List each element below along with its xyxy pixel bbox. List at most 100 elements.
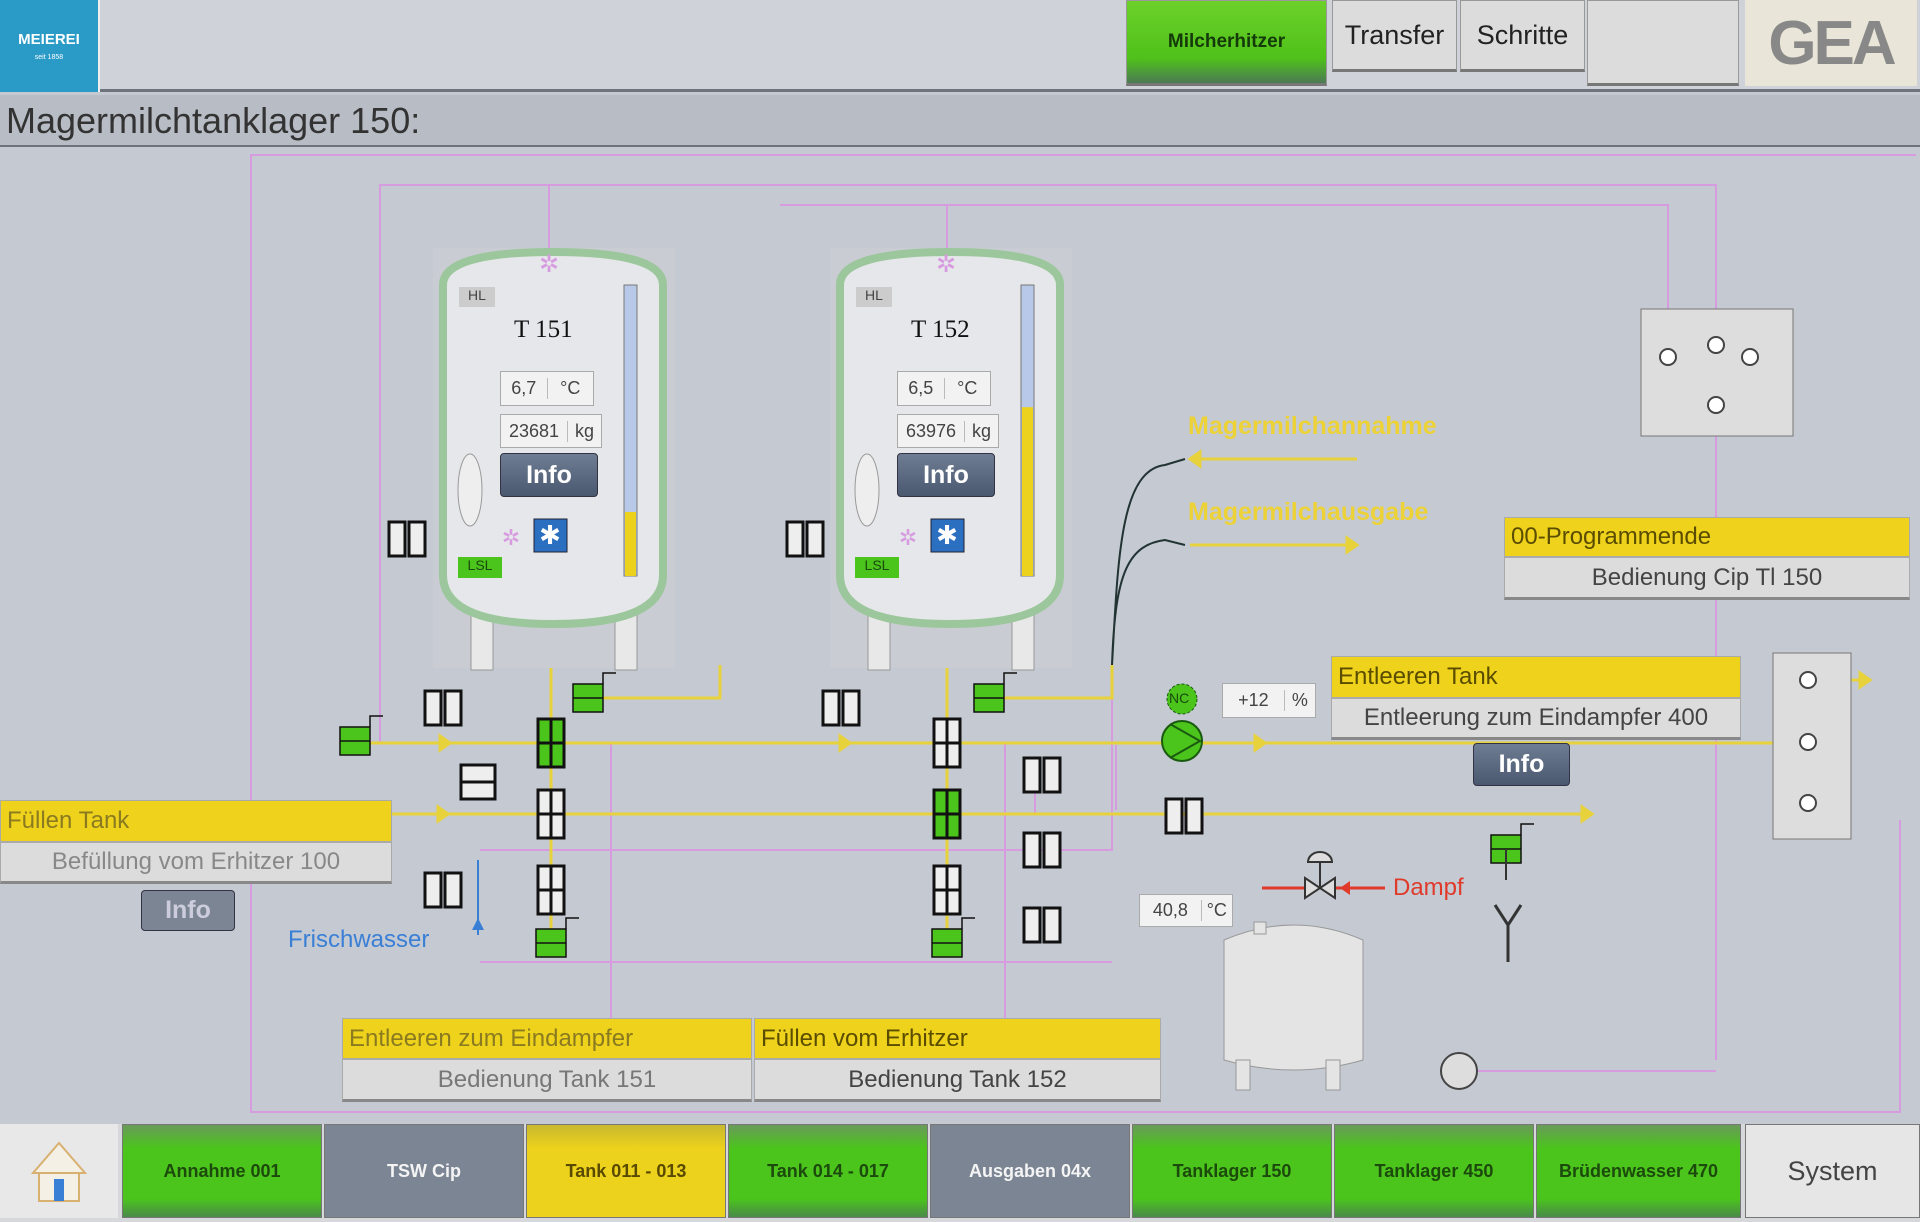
temperature-display: 6,7 °C — [500, 371, 594, 406]
actuated-valve-icon[interactable] — [931, 917, 975, 958]
manual-valve-icon[interactable] — [423, 689, 463, 727]
home-button[interactable] — [0, 1124, 118, 1218]
pump-speed-value: +12 — [1238, 690, 1269, 710]
entleeren-status: Entleeren Tank — [1331, 656, 1741, 698]
mass-value: 63976 — [905, 420, 957, 441]
entleeren-info-button[interactable]: Info — [1473, 743, 1570, 786]
double-seat-valve-icon[interactable] — [536, 788, 566, 840]
cip-distributor — [1640, 308, 1794, 437]
steam-temp-unit: °C — [1200, 900, 1232, 921]
tank-info-button[interactable]: Info — [897, 453, 995, 497]
dampf-label: Dampf — [1393, 874, 1464, 901]
frischwasser-label: Frischwasser — [288, 926, 430, 953]
pump-speed-unit: % — [1283, 690, 1315, 711]
actuated-valve-icon[interactable] — [572, 672, 616, 713]
logo-text: MEIEREI — [18, 31, 80, 48]
temperature-value: 6,7 — [511, 378, 537, 398]
spray-ball-icon: ✲ — [899, 525, 917, 550]
actuated-valve-icon[interactable] — [339, 715, 383, 756]
steam-temp-value: 40,8 — [1152, 900, 1188, 920]
high-level-indicator: HL — [459, 287, 495, 307]
cip-lines — [250, 154, 1916, 1113]
page-title: Magermilchtanklager 150: — [0, 95, 1920, 147]
tank-info-button[interactable]: Info — [500, 453, 598, 497]
temperature-unit: °C — [943, 378, 991, 399]
magermilchausgabe-label: Magermilchausgabe — [1188, 498, 1429, 526]
low-level-indicator: LSL — [458, 557, 502, 578]
steam-valve-icon — [1304, 851, 1336, 900]
tank152-status: Füllen vom Erhitzer — [754, 1018, 1161, 1059]
pump-icon — [1161, 720, 1203, 762]
steam-arrow-icon — [1340, 881, 1350, 895]
tank152-operation-button[interactable]: Bedienung Tank 152 — [754, 1059, 1161, 1102]
manual-valve-icon[interactable] — [1022, 831, 1062, 869]
nav-ausgaben[interactable]: Ausgaben 04x — [930, 1124, 1130, 1218]
nav-annahme[interactable]: Annahme 001 — [122, 1124, 322, 1218]
nav-system[interactable]: System — [1745, 1124, 1920, 1218]
cip-operation-button[interactable]: Bedienung Cip Tl 150 — [1504, 557, 1910, 600]
level-fill — [1022, 407, 1033, 576]
temperature-value: 6,5 — [908, 378, 934, 398]
nav-tanklager-450[interactable]: Tanklager 450 — [1334, 1124, 1534, 1218]
manual-valve-icon[interactable] — [387, 520, 427, 558]
temperature-unit: °C — [546, 378, 594, 399]
spray-ball-icon: ✲ — [936, 251, 956, 278]
double-seat-valve-icon[interactable] — [932, 788, 962, 840]
double-seat-valve-icon[interactable] — [932, 717, 962, 769]
home-icon — [30, 1141, 88, 1202]
logo-subtext: seit 1858 — [34, 54, 64, 61]
nav-tank-014-017[interactable]: Tank 014 - 017 — [728, 1124, 928, 1218]
nav-tank-011-013[interactable]: Tank 011 - 013 — [526, 1124, 726, 1218]
mass-value: 23681 — [508, 420, 560, 441]
frischwasser-arrow-icon — [472, 918, 484, 930]
spray-ball-icon: ✲ — [502, 525, 520, 550]
tank-name: T 152 — [911, 316, 970, 343]
manual-valve-icon[interactable] — [1022, 906, 1062, 944]
nav-tsw-cip[interactable]: TSW Cip — [324, 1124, 524, 1218]
manual-valve-icon[interactable] — [1164, 797, 1204, 835]
double-seat-valve-icon[interactable] — [536, 864, 566, 916]
temperature-display: 6,5 °C — [897, 371, 991, 406]
actuated-valve-icon[interactable] — [973, 672, 1017, 713]
magermilchannahme-label: Magermilchannahme — [1188, 412, 1437, 440]
actuated-valve-icon[interactable] — [1490, 823, 1534, 864]
tank151-operation-button[interactable]: Bedienung Tank 151 — [342, 1059, 752, 1102]
high-level-indicator: HL — [856, 287, 892, 307]
spray-ball-icon: ✲ — [539, 251, 559, 278]
tab-schritte[interactable]: Schritte — [1460, 0, 1585, 72]
agitator-icon — [533, 518, 568, 553]
manual-valve-icon[interactable] — [1022, 756, 1062, 794]
nc-valve-icon — [1166, 683, 1198, 715]
tab-transfer[interactable]: Transfer — [1332, 0, 1457, 72]
tab-milcherhitzer[interactable]: Milcherhitzer — [1126, 0, 1327, 86]
gea-logo: GEA — [1745, 0, 1917, 86]
agitator-icon — [930, 518, 965, 553]
cip-status: 00-Programmende — [1504, 517, 1910, 557]
entleerung-button[interactable]: Entleerung zum Eindampfer 400 — [1331, 698, 1741, 740]
mass-display: 63976 kg — [897, 414, 999, 448]
nc-label: NC — [1169, 690, 1190, 706]
pump-speed-display: +12% — [1222, 683, 1316, 718]
manual-valve-icon[interactable] — [785, 520, 825, 558]
fuellen-status: Füllen Tank — [0, 800, 392, 842]
fuellen-info-button[interactable]: Info — [141, 890, 235, 931]
double-seat-valve-icon[interactable] — [536, 717, 566, 769]
nav-bruedenwasser[interactable]: Brüdenwasser 470 — [1536, 1124, 1741, 1218]
svg-text:✱: ✱ — [936, 520, 958, 550]
blank-tab — [1587, 0, 1739, 86]
meierei-logo: MEIEREI seit 1858 — [0, 0, 100, 92]
actuated-valve-icon[interactable] — [535, 917, 579, 958]
drain-icon — [1493, 904, 1523, 962]
double-seat-valve-icon[interactable] — [932, 864, 962, 916]
mass-unit: kg — [964, 420, 998, 442]
return-pump-icon — [1440, 1052, 1478, 1090]
manual-valve-icon[interactable] — [821, 689, 861, 727]
nav-tanklager-150[interactable]: Tanklager 150 — [1132, 1124, 1332, 1218]
mass-display: 23681 kg — [500, 414, 602, 448]
level-fill — [625, 511, 636, 576]
svg-text:✱: ✱ — [539, 520, 561, 550]
manual-valve-icon[interactable] — [423, 871, 463, 909]
mass-unit: kg — [567, 420, 601, 442]
low-level-indicator: LSL — [855, 557, 899, 578]
befuellung-button[interactable]: Befüllung vom Erhitzer 100 — [0, 842, 392, 884]
